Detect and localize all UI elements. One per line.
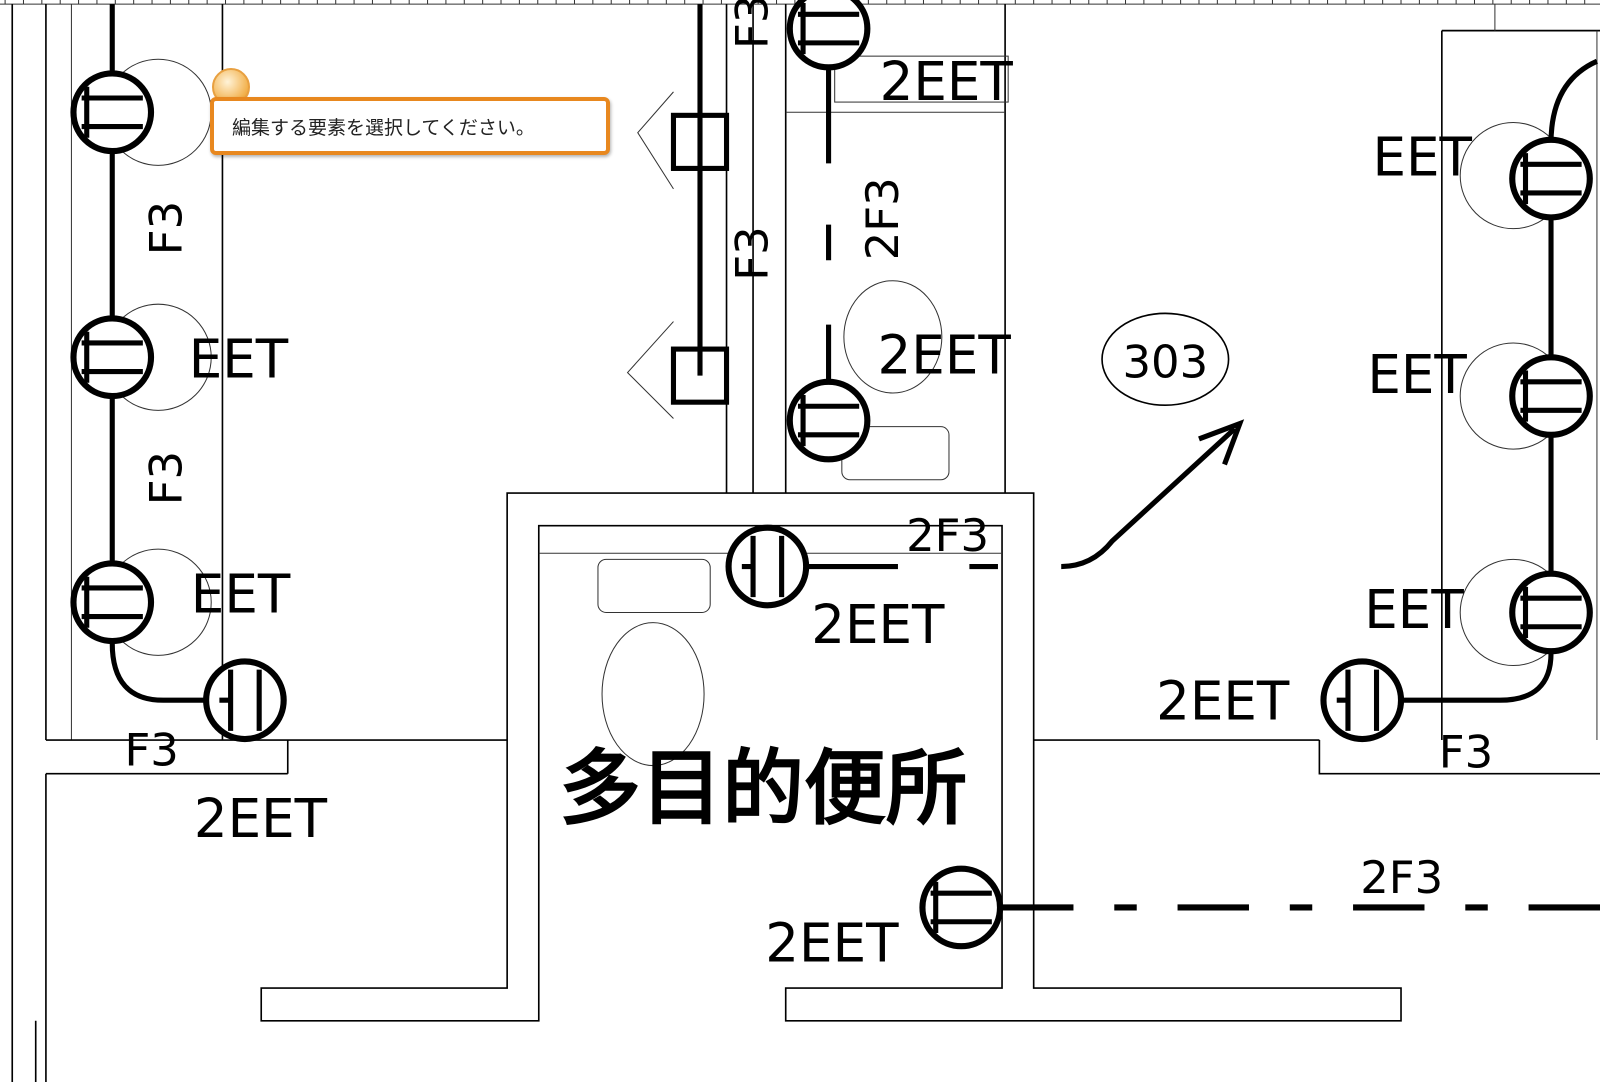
room-name: 多目的便所 [559, 742, 967, 837]
label-eet: EET [1367, 344, 1467, 406]
walls [11, 4, 1600, 1082]
outlet-symbol[interactable] [725, 524, 810, 609]
outlet-symbol[interactable] [1509, 354, 1593, 438]
label-2eet: 2EET [194, 788, 328, 850]
label-f3: F3 [140, 451, 193, 505]
label-eet: EET [189, 329, 289, 391]
outlet-symbol[interactable] [1509, 570, 1593, 655]
label-2f3: 2F3 [1360, 851, 1443, 904]
outlet-symbol[interactable] [70, 560, 155, 645]
outlet-symbol[interactable] [70, 70, 155, 155]
label-eet: EET [1364, 579, 1464, 641]
label-eet: EET [191, 563, 291, 625]
label-f3: F3 [725, 0, 778, 49]
outlets [70, 0, 1593, 950]
outlet-symbol[interactable] [786, 0, 871, 71]
tooltip-message: 編集する要素を選択してください。 [232, 116, 535, 139]
label-2eet: 2EET [811, 594, 945, 656]
label-f3: F3 [725, 226, 778, 280]
room-number: 303 [1122, 336, 1208, 389]
label-2eet: 2EET [765, 913, 899, 975]
label-2eet: 2EET [878, 325, 1012, 387]
outlet-symbol[interactable] [1320, 658, 1405, 743]
label-2eet: 2EET [1156, 671, 1290, 733]
labels: EET EET 2EET 2EET 2EET 2EET 2EET 2EET EE… [124, 0, 1493, 975]
outlet-symbol[interactable] [70, 315, 155, 400]
label-eet: EET [1372, 127, 1472, 189]
outlet-symbol[interactable] [786, 378, 871, 463]
outlet-symbol[interactable] [919, 865, 1004, 950]
room-number-tag[interactable]: 303 [1101, 312, 1230, 407]
outlet-symbol[interactable] [1509, 136, 1593, 221]
instruction-tooltip: 編集する要素を選択してください。 [210, 97, 610, 155]
outlet-symbol[interactable] [203, 658, 287, 743]
label-2eet: 2EET [880, 51, 1014, 113]
label-f3: F3 [124, 724, 178, 777]
label-2f3: 2F3 [856, 177, 909, 260]
label-f3: F3 [140, 201, 193, 255]
label-f3: F3 [1439, 726, 1493, 779]
label-2f3: 2F3 [906, 509, 989, 562]
